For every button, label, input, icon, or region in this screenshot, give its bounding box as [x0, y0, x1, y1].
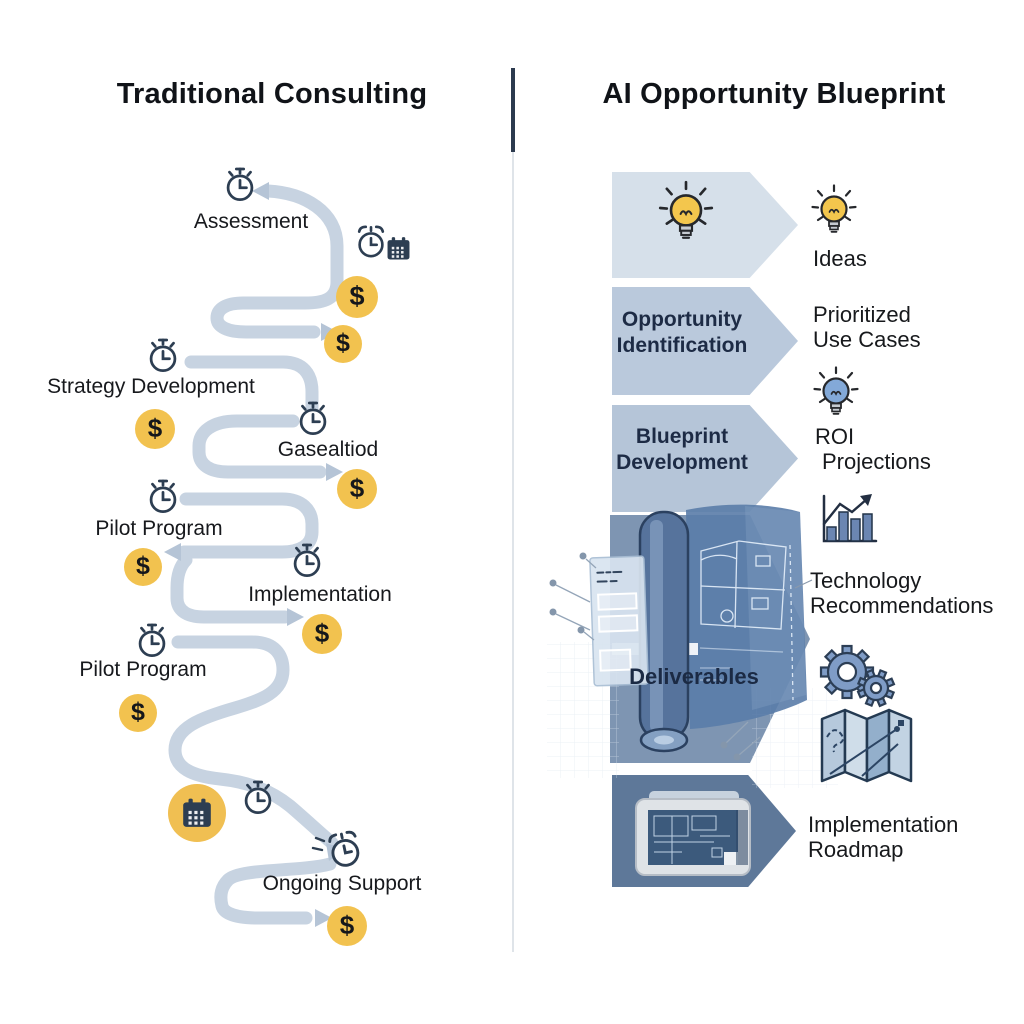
stopwatch-icon — [149, 338, 177, 373]
dollar-coin: $ — [327, 906, 367, 946]
outcome-ideas: Ideas — [813, 246, 867, 271]
dollar-coin: $ — [124, 548, 162, 586]
dollar-coin: $ — [119, 694, 157, 732]
outcome-line1: Ideas — [813, 246, 867, 271]
dollar-coin: $ — [324, 325, 362, 363]
dollar-sign: $ — [136, 551, 150, 580]
alarm-clock-icon — [327, 829, 363, 870]
dollar-sign: $ — [147, 412, 163, 443]
gears-icon — [819, 644, 896, 708]
outcome-line2: Recommendations — [810, 593, 994, 618]
motion-dashes — [311, 836, 326, 852]
dollar-sign: $ — [349, 472, 365, 503]
outcome-line2: Use Cases — [813, 327, 921, 352]
chevron-ideation — [612, 172, 798, 278]
stage-label-pilot-program-2: Pilot Program — [79, 658, 207, 681]
divider-line-light — [512, 152, 514, 952]
stage-label-implementation: Implementation — [248, 583, 392, 606]
stopwatch-icon — [138, 623, 166, 658]
outcome-roi-projections: ROI Projections — [815, 424, 931, 474]
stage-label-assessment: Assessment — [193, 210, 309, 233]
outcome-technology-recommendations: Technology Recommendations — [810, 568, 993, 618]
stopwatch-icon — [226, 167, 254, 202]
dollar-sign: $ — [349, 280, 365, 311]
dollar-coin: $ — [135, 409, 175, 449]
outcome-prioritized-use-cases: Prioritized Use Cases — [813, 302, 921, 352]
chevron-label-opportunity-identification: Opportunity Identification — [612, 307, 752, 359]
outcome-implementation-roadmap: Implementation Roadmap — [808, 812, 958, 862]
dollar-sign: $ — [339, 909, 355, 940]
calendar-icon — [387, 237, 410, 260]
dollar-sign: $ — [131, 697, 145, 726]
stage-label-gasealtiod: Gasealtiod — [277, 438, 379, 461]
calendar-icon — [183, 798, 211, 827]
chevron-label-line2: Development — [616, 451, 748, 474]
bar-chart-icon — [822, 494, 878, 543]
outcome-line2: Projections — [822, 449, 931, 474]
stage-label-ongoing-support: Ongoing Support — [262, 872, 422, 895]
chevron-implementation-roadmap — [612, 775, 796, 887]
chevron-label-blueprint-development: Blueprint Development — [612, 424, 752, 476]
map-icon — [820, 708, 913, 783]
chevron-label-deliverables: Deliverables — [629, 664, 759, 689]
dollar-coin: $ — [337, 469, 377, 509]
chevron-label-line2: Identification — [616, 334, 748, 357]
chevron-label-line1: Opportunity — [621, 308, 743, 331]
stopwatch-icon — [293, 543, 321, 578]
alarm-stopwatch-icon — [357, 225, 385, 258]
outcome-line1: Prioritized — [813, 302, 911, 327]
dollar-sign: $ — [336, 328, 350, 357]
dollar-sign: $ — [314, 617, 330, 648]
outcome-line1: Implementation — [808, 812, 959, 837]
lightbulb-yellow-icon — [811, 184, 857, 233]
dollar-coin: $ — [302, 614, 342, 654]
divider-line-dark — [511, 68, 515, 152]
stopwatch-icon — [244, 780, 272, 815]
chevron-label-line1: Blueprint — [635, 425, 729, 448]
outcome-line1: Technology — [810, 568, 922, 593]
outcome-line2: Roadmap — [808, 837, 904, 862]
left-panel-title: Traditional Consulting — [116, 78, 428, 110]
dollar-coin: $ — [336, 276, 378, 318]
stage-label-strategy-development: Strategy Development — [47, 375, 255, 398]
chevron-deliverables — [610, 515, 810, 763]
right-panel-title: AI Opportunity Blueprint — [602, 78, 946, 110]
stage-label-pilot-program-1: Pilot Program — [95, 517, 223, 540]
calendar-coin — [168, 784, 226, 842]
outcome-line1: ROI — [815, 424, 855, 449]
stopwatch-icon — [299, 401, 327, 436]
lightbulb-blue-icon — [813, 366, 859, 415]
stopwatch-icon — [149, 479, 177, 514]
